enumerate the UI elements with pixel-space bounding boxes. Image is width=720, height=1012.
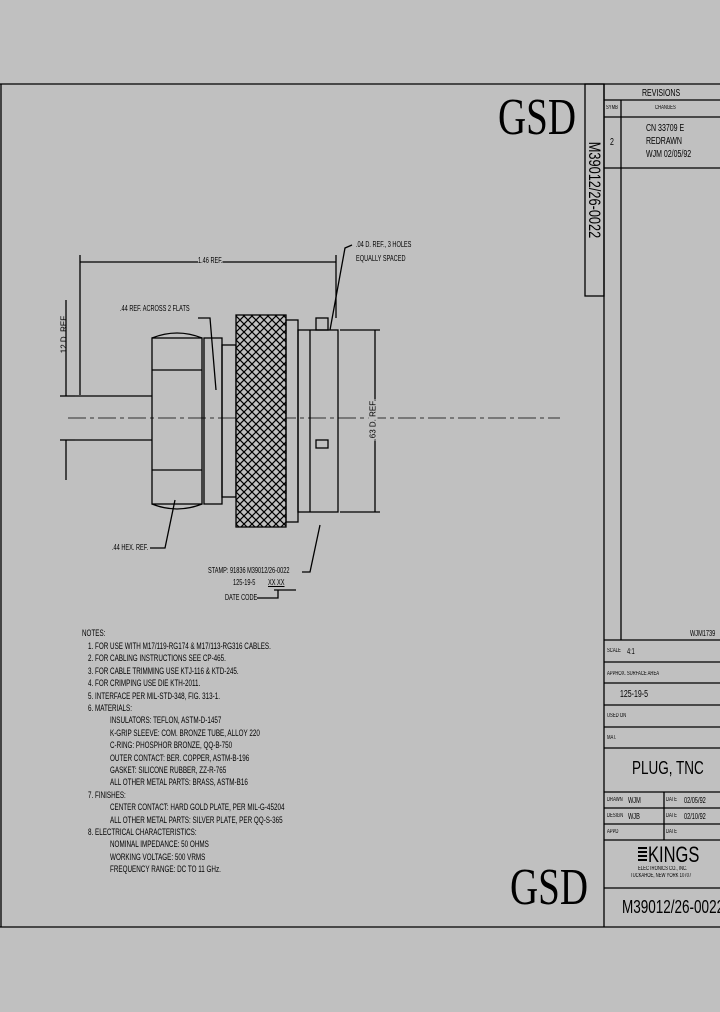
- note-line: 5. INTERFACE PER MIL-STD-348, FIG. 313-1…: [88, 690, 220, 701]
- dim-hex: .44 HEX. REF.: [112, 543, 149, 552]
- stamp-line2: 125-19-5: [233, 578, 256, 587]
- part-number: M39012/26-0022: [622, 897, 720, 917]
- revisions-title: REVISIONS: [642, 88, 681, 99]
- stamp-xx: XX XX: [268, 578, 285, 587]
- dim-body-dia: .63 D. REF.: [368, 399, 378, 441]
- note-line: FREQUENCY RANGE: DC TO 11 GHz.: [110, 864, 221, 875]
- rev-header-changes: CHANGES: [655, 105, 676, 111]
- scale-label: SCALE: [607, 648, 621, 654]
- note-line: ALL OTHER METAL PARTS: SILVER PLATE, PER…: [110, 814, 283, 825]
- company-name: KINGS: [648, 842, 700, 867]
- note-line: 6. MATERIALS:: [88, 703, 133, 713]
- rev-change-1: CN 33709 E: [646, 123, 685, 134]
- drawn-date: 02/05/92: [684, 796, 706, 805]
- logo-top: GSD: [498, 89, 577, 146]
- note-line: 8. ELECTRICAL CHARACTERISTICS:: [88, 827, 197, 837]
- part-title: PLUG, TNC: [632, 758, 704, 778]
- kings-logo-icon: [638, 847, 647, 863]
- note-line: OUTER CONTACT: BER. COPPER, ASTM-B-196: [110, 752, 250, 763]
- design-label: DESIGN: [607, 813, 624, 819]
- note-line: 7. FINISHES:: [88, 789, 126, 800]
- note-line: CENTER CONTACT: HARD GOLD PLATE, PER MIL…: [110, 802, 285, 813]
- company-sub1: ELECTRONICS CO., INC.: [638, 866, 688, 872]
- note-line: K-GRIP SLEEVE: COM. BRONZE TUBE, ALLOY 2…: [110, 727, 260, 738]
- note-line: GASKET: SILICONE RUBBER, ZZ-R-765: [110, 765, 227, 775]
- used-on-label: USED ON: [607, 713, 627, 719]
- appd-date-label: DATE: [666, 829, 677, 835]
- note-line: NOMINAL IMPEDANCE: 50 OHMS: [110, 839, 209, 850]
- note-line: 1. FOR USE WITH M17/119-RG174 & M17/113-…: [88, 641, 271, 651]
- mat-label: MAT.: [607, 735, 617, 741]
- rev-change-3: WJM 02/05/92: [646, 149, 692, 160]
- dim-pin-dia: .12 D. REF.: [59, 314, 69, 356]
- drawing-no-small: WJM1739: [690, 629, 716, 638]
- rev-symbol: 2: [610, 137, 614, 148]
- note-line: C-RING: PHOSPHOR BRONZE, QQ-B-750: [110, 740, 233, 751]
- note-line: ALL OTHER METAL PARTS: BRASS, ASTM-B16: [110, 777, 248, 788]
- drawn-date-label: DATE: [666, 797, 677, 803]
- surface-label: APPROX. SURFACE AREA: [607, 671, 660, 677]
- note-line: WORKING VOLTAGE: 500 VRMS: [110, 851, 206, 862]
- dim-length: 1.46 REF.: [198, 256, 223, 265]
- note-line: 4. FOR CRIMPING USE DIE KTH-2011.: [88, 678, 201, 689]
- drawn-by: WJM: [628, 796, 641, 805]
- dim-holes-2: EQUALLY SPACED: [356, 254, 406, 263]
- appd-label: APPD: [607, 829, 619, 835]
- rev-header-symb: SYMB: [606, 105, 618, 111]
- stamp-line1: STAMP: 91836 M39012/26-0022: [208, 566, 290, 575]
- note-line: INSULATORS: TEFLON, ASTM-D-1457: [110, 715, 222, 726]
- stamp-date-code: DATE CODE: [225, 593, 258, 602]
- drawn-label: DRAWN: [607, 797, 623, 803]
- note-line: 2. FOR CABLING INSTRUCTIONS SEE CP-465.: [88, 653, 226, 664]
- company-sub2: TUCKAHOE, NEW YORK 10707: [630, 873, 692, 879]
- vertical-part-number: M39012/26-0022: [585, 141, 604, 239]
- design-by: WJB: [628, 812, 640, 821]
- notes-title: NOTES:: [82, 628, 106, 638]
- design-date-label: DATE: [666, 813, 677, 819]
- surface-value: 125-19-5: [620, 689, 649, 700]
- dim-holes: .04 D. REF., 3 HOLES: [356, 240, 412, 249]
- scale-value: 4:1: [627, 647, 635, 656]
- design-date: 02/10/92: [684, 812, 706, 821]
- rev-change-2: REDRAWN: [646, 136, 682, 147]
- dim-flats: .44 REF. ACROSS 2 FLATS: [120, 304, 190, 313]
- logo-bottom: GSD: [510, 859, 589, 916]
- note-line: 3. FOR CABLE TRIMMING USE KTJ-116 & KTD-…: [88, 665, 239, 676]
